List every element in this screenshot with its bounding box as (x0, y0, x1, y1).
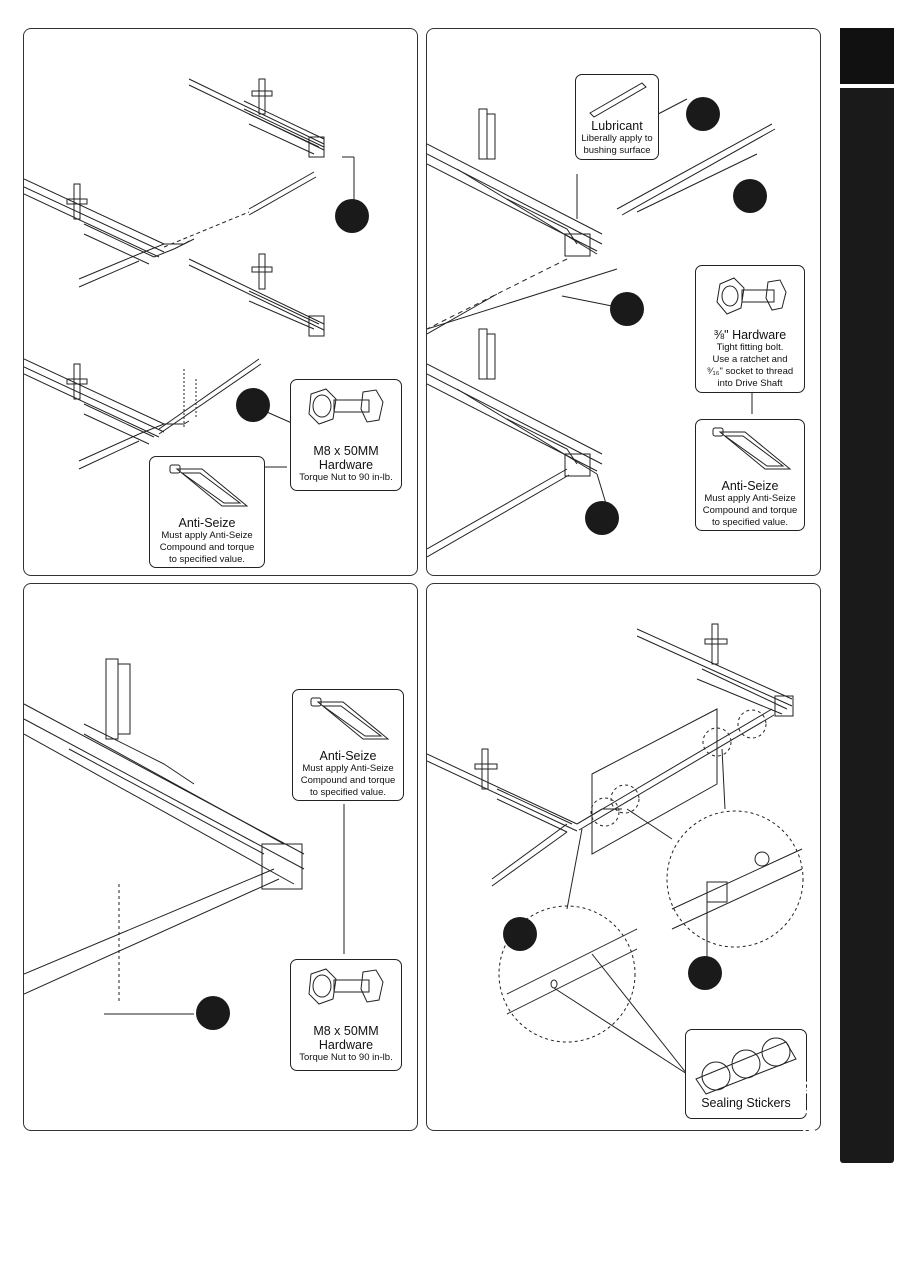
step-marker-2a (686, 97, 720, 131)
step-panel-1: M8 x 50MM Hardware Torque Nut to 90 in-l… (23, 28, 418, 576)
anti-seize-tube-icon (169, 464, 249, 507)
bolt-icon (716, 277, 787, 315)
step-marker-3 (196, 996, 230, 1030)
step-marker-2b (733, 179, 767, 213)
step-panel-2: Lubricant Liberally apply to bushing sur… (426, 28, 821, 576)
sealing-stickers-callout: Sealing Stickers (685, 1029, 807, 1119)
bolt-icon (308, 968, 384, 1005)
anti-seize-tube-icon (712, 427, 792, 470)
anti-seize-desc-2: Compound and torque (702, 505, 798, 516)
anti-seize-title: Anti-Seize (178, 516, 236, 530)
brand-tagline: A Safe-Fleet Brand (825, 1206, 834, 1270)
hardware-desc: Torque Nut to 90 in-lb. (299, 1052, 393, 1063)
anti-seize-desc-1: Must apply Anti-Seize (302, 763, 394, 774)
brand-logo: PRIME DESIGN A Safe-Fleet Brand (791, 990, 845, 1270)
rack-assembly-drawing-3 (24, 658, 345, 1015)
brand-name: PRIME DESIGN (799, 1076, 821, 1270)
anti-seize-callout: Anti-Seize Must apply Anti-Seize Compoun… (149, 456, 265, 568)
page-number-block (840, 28, 894, 84)
step-marker-1a (335, 199, 369, 233)
rack-assembly-drawing-4 (427, 623, 804, 1075)
anti-seize-callout: Anti-Seize Must apply Anti-Seize Compoun… (292, 689, 404, 801)
anti-seize-desc-3: to specified value. (168, 554, 246, 565)
step-marker-4a (503, 917, 537, 951)
sealing-stickers-title: Sealing Stickers (701, 1096, 791, 1110)
hardware-desc-3: ⁹⁄₁₆" socket to thread (706, 366, 794, 377)
hardware-callout: ⅜" Hardware Tight fitting bolt. Use a ra… (695, 265, 805, 393)
anti-seize-tube-icon (310, 697, 390, 740)
hardware-title-2: Hardware (318, 458, 374, 472)
anti-seize-title: Anti-Seize (319, 749, 377, 763)
hardware-desc-1: Tight fitting bolt. (716, 342, 784, 353)
hardware-callout: M8 x 50MM Hardware Torque Nut to 90 in-l… (290, 959, 402, 1071)
hardware-callout: M8 x 50MM Hardware Torque Nut to 90 in-l… (290, 379, 402, 491)
step-panel-4: Sealing Stickers (426, 583, 821, 1131)
hardware-title: M8 x 50MM (313, 1024, 379, 1038)
anti-seize-desc-1: Must apply Anti-Seize (704, 493, 796, 504)
brand-sidebar: PRIME DESIGN A Safe-Fleet Brand (799, 28, 894, 1270)
step-marker-1b (236, 388, 270, 422)
anti-seize-callout: Anti-Seize Must apply Anti-Seize Compoun… (695, 419, 805, 531)
hardware-title-2: Hardware (318, 1038, 374, 1052)
step-marker-2c (610, 292, 644, 326)
lubricant-tube-icon (589, 82, 647, 118)
hardware-title: ⅜" Hardware (713, 328, 787, 342)
rack-assembly-drawing-1 (24, 78, 355, 470)
lubricant-title: Lubricant (591, 119, 643, 133)
bolt-icon (308, 388, 384, 425)
anti-seize-desc-2: Compound and torque (159, 542, 255, 553)
anti-seize-desc-1: Must apply Anti-Seize (161, 530, 253, 541)
step-panel-3: Anti-Seize Must apply Anti-Seize Compoun… (23, 583, 418, 1131)
lubricant-callout: Lubricant Liberally apply to bushing sur… (575, 74, 659, 160)
hardware-title: M8 x 50MM (313, 444, 379, 458)
anti-seize-desc-3: to specified value. (711, 517, 789, 528)
anti-seize-desc-2: Compound and torque (300, 775, 396, 786)
anti-seize-desc-3: to specified value. (309, 787, 387, 798)
lubricant-desc-2: bushing surface (583, 145, 651, 156)
hardware-desc-4: into Drive Shaft (717, 378, 783, 389)
lubricant-desc-1: Liberally apply to (581, 133, 653, 144)
step-marker-4b (688, 956, 722, 990)
hardware-desc-2: Use a ratchet and (712, 354, 788, 365)
step-marker-2d (585, 501, 619, 535)
anti-seize-title: Anti-Seize (721, 479, 779, 493)
hardware-desc: Torque Nut to 90 in-lb. (299, 472, 393, 483)
sealing-stickers-icon (695, 1037, 797, 1095)
